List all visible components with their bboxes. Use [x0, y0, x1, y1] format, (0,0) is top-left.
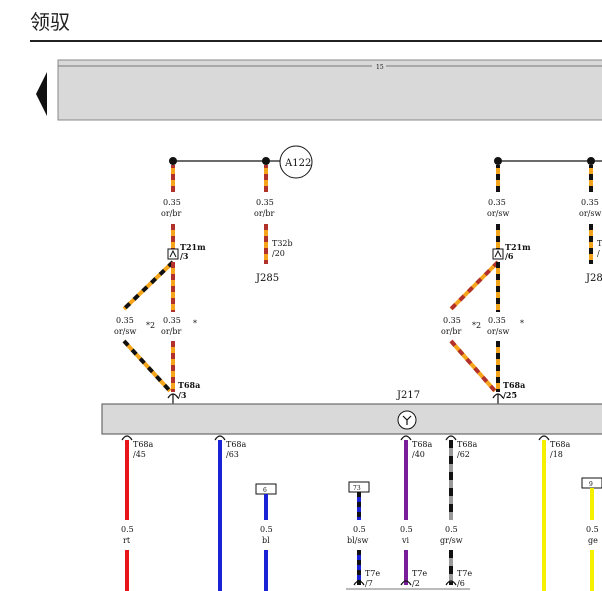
connector-pin: /63 [226, 450, 239, 459]
footnote-mark: *2 [146, 321, 155, 330]
wire-color: bl/sw [347, 536, 368, 545]
connector-pin: /20 [272, 249, 285, 258]
connector-pin: /45 [133, 450, 146, 459]
t21m-label: T21m [180, 242, 206, 252]
wire-size: 0.35 [581, 198, 599, 207]
j285-label: J285 [255, 273, 279, 284]
wire-size: 0.5 [586, 525, 599, 534]
connector-label: T68a [457, 440, 478, 449]
fuse-number: 6 [263, 487, 267, 494]
wire-color: or/br [441, 327, 461, 336]
connector-pin: /40 [412, 450, 425, 459]
title-divider [30, 40, 602, 42]
wire-color: or/br [161, 327, 181, 336]
top-bar-label: 15 [376, 64, 384, 71]
wire-size: 0.5 [121, 525, 134, 534]
t21m-pin: /3 [180, 251, 189, 261]
splice-dot [169, 157, 177, 165]
wire-size: 0.35 [116, 316, 134, 325]
wire-color: vi [401, 536, 410, 545]
t21m-connector[interactable] [492, 248, 504, 260]
connector-label: T32b [272, 239, 293, 248]
t21m-label: T21m [505, 242, 531, 252]
t68a-pin: /25 [503, 390, 517, 400]
connector-pin: /7 [365, 579, 373, 588]
splice-dot [262, 157, 270, 165]
connector-label: T7e [365, 569, 380, 578]
wire-size: 0.35 [488, 198, 506, 207]
footnote-mark: *2 [472, 321, 481, 330]
top-bar[interactable] [57, 59, 602, 121]
connector-pin: /18 [550, 450, 563, 459]
wire-color: bl [262, 536, 270, 545]
connector-label: T68a [412, 440, 433, 449]
j285-right-label: J28 [585, 273, 602, 284]
wire-size: 0.5 [400, 525, 413, 534]
footnote-mark: * [520, 319, 524, 328]
fuse-number: 73 [353, 485, 361, 492]
connector-pin: / [597, 249, 600, 258]
wire-size: 0.35 [443, 316, 461, 325]
j217-label: J217 [396, 390, 420, 401]
wire-color: or/sw [487, 327, 509, 336]
wire-color: ge [588, 536, 598, 545]
wire-size: 0.35 [256, 198, 274, 207]
left-group [122, 145, 313, 404]
connector-label: T68a [226, 440, 247, 449]
wire-color: or/sw [487, 209, 509, 218]
a122-label: A122 [284, 158, 311, 169]
t68a-pin: /3 [178, 390, 187, 400]
connector-label: T [597, 239, 602, 248]
wire-color: rt [123, 536, 131, 545]
page-title: 领驭 [30, 10, 70, 34]
connector-label: T68a [133, 440, 154, 449]
connector-pin: /6 [457, 579, 465, 588]
previous-page-arrow-icon[interactable] [33, 72, 53, 116]
footnote-mark: * [193, 319, 197, 328]
t68a-label: T68a [178, 380, 200, 390]
a122-symbol[interactable] [279, 145, 313, 179]
wire-color: or/br [254, 209, 274, 218]
connector-label: T7e [412, 569, 427, 578]
bottom-wires [121, 435, 602, 591]
t21m-pin: /6 [505, 251, 514, 261]
wire-color: gr/sw [440, 536, 463, 545]
fuse-number: 9 [589, 481, 593, 488]
wire-size: 0.35 [163, 198, 181, 207]
t21m-connector[interactable] [167, 248, 179, 260]
wire-size: 0.5 [445, 525, 458, 534]
wire-color: or/sw [114, 327, 136, 336]
connector-pin: /2 [412, 579, 420, 588]
right-group [449, 157, 602, 404]
wire-color: or/br [161, 209, 181, 218]
connector-label: T7e [457, 569, 472, 578]
j217-module[interactable] [101, 403, 602, 435]
wire-size: 0.5 [353, 525, 366, 534]
splice-dot [494, 157, 502, 165]
wire-color: or/sw [579, 209, 601, 218]
wire-size: 0.35 [488, 316, 506, 325]
wire-size: 0.5 [260, 525, 273, 534]
connector-label: T68a [550, 440, 571, 449]
t68a-label: T68a [503, 380, 525, 390]
connector-pin: /62 [457, 450, 470, 459]
wire-size: 0.35 [163, 316, 181, 325]
splice-dot [587, 157, 595, 165]
